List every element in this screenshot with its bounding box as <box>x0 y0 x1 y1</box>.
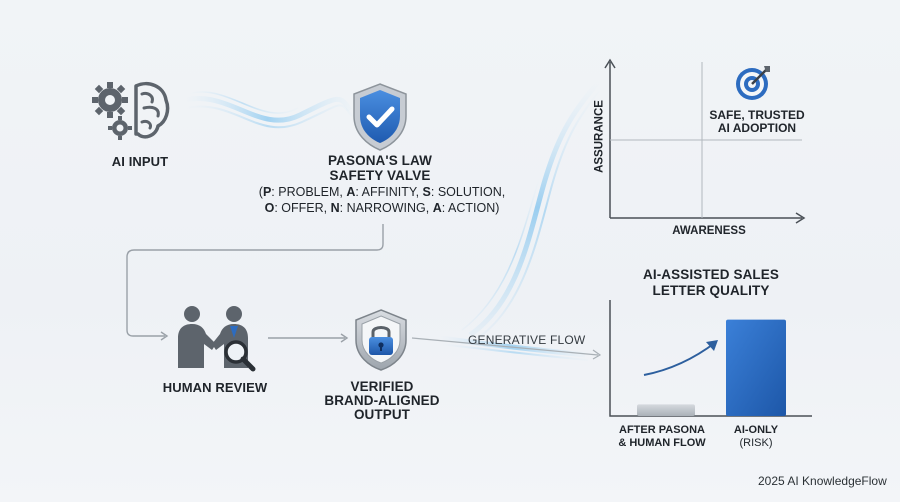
quadrant-x-label: AWARENESS <box>672 225 746 237</box>
bar-category-label: AI-ONLY (RISK) <box>720 424 792 450</box>
bar-category-line: (RISK) <box>739 437 773 449</box>
target-line1: SAFE, TRUSTED <box>709 108 805 122</box>
pasona-letter: A <box>432 201 442 215</box>
connector-pasona-to-human <box>126 224 384 337</box>
trend-arrow <box>643 341 717 376</box>
pasona-letter: O <box>264 201 275 215</box>
bar-chart-title: AI-ASSISTED SALES LETTER QUALITY <box>643 267 779 298</box>
trend-arrowhead <box>706 340 718 351</box>
bar-category-line: AI-ONLY <box>733 424 779 436</box>
pasona-letter: P <box>262 185 272 199</box>
connector-arrowhead <box>340 333 349 343</box>
bar-ai-only <box>726 319 786 416</box>
verified-output-label: VERIFIED BRAND-ALIGNED OUTPUT <box>318 380 446 422</box>
pasona-title-line1: PASONA'S LAW <box>328 153 432 168</box>
pasona-word: PROBLEM <box>278 185 340 199</box>
target-icon <box>736 66 770 100</box>
connector-arrowhead <box>592 349 602 360</box>
generative-flow-label: GENERATIVE FLOW <box>468 333 586 347</box>
pasona-word: SOLUTION <box>437 185 502 199</box>
quadrant-target-label: SAFE, TRUSTED AI ADOPTION <box>702 109 812 135</box>
pasona-word: AFFINITY <box>361 185 416 199</box>
target-line2: AI ADOPTION <box>717 121 797 135</box>
verified-line1: VERIFIED <box>350 379 414 394</box>
connector-generative-flow <box>411 337 599 356</box>
shield-check-icon <box>353 83 407 151</box>
pasona-letter: S <box>422 185 431 199</box>
pasona-legend: (P: PROBLEM, A: AFFINITY, S: SOLUTION, O… <box>258 185 506 215</box>
stream-to-quadrant <box>461 78 605 339</box>
bar-after-pasona <box>637 404 695 416</box>
quadrant-y-label-box: ASSURANCE <box>572 88 628 188</box>
footer-credit: 2025 AI KnowledgeFlow <box>758 474 887 488</box>
pasona-word: ACTION <box>448 201 496 215</box>
stream-input-to-pasona <box>184 91 353 129</box>
quadrant-y-label: ASSURANCE <box>593 100 606 173</box>
x-axis-arrowhead <box>795 212 806 224</box>
human-review-label: HUMAN REVIEW <box>162 380 268 395</box>
bar-category-label: AFTER PASONA & HUMAN FLOW <box>612 424 712 450</box>
handshake-magnifier-icon <box>178 306 256 372</box>
shield-lock-icon <box>355 309 407 371</box>
y-axis-arrowhead <box>604 58 616 69</box>
gear-brain-icon <box>92 81 170 140</box>
ai-input-label: AI INPUT <box>111 154 169 169</box>
bar-category-line: AFTER PASONA <box>619 424 705 436</box>
connector-arrowhead <box>160 331 169 341</box>
bar-chart <box>609 300 812 417</box>
pasona-letter: N <box>330 201 340 215</box>
pasona-title-line2: SAFETY VALVE <box>329 168 431 183</box>
pasona-word: NARROWING <box>346 201 426 215</box>
pasona-word: OFFER <box>281 201 324 215</box>
bar-category-line: & HUMAN FLOW <box>618 437 706 449</box>
pasona-title: PASONA'S LAW SAFETY VALVE <box>310 153 450 183</box>
pasona-letter: A <box>346 185 356 199</box>
quadrant-chart <box>604 58 806 224</box>
verified-line3: OUTPUT <box>353 407 411 422</box>
verified-line2: BRAND-ALIGNED <box>324 393 440 408</box>
